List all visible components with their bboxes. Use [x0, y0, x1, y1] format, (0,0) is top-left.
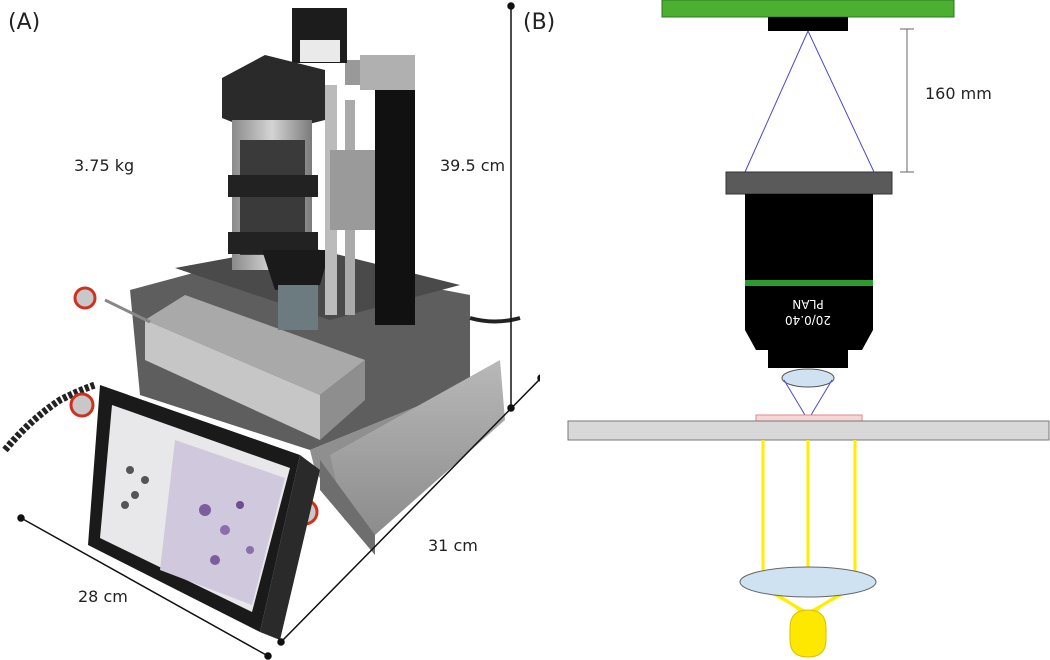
objective-spec-text: 20/0.40 — [785, 313, 831, 327]
objective-lens — [725, 171, 893, 368]
objective-green-band — [745, 280, 873, 286]
depth-label: 31 cm — [428, 536, 478, 555]
sample-slide — [755, 414, 863, 422]
microscope-stage — [567, 420, 1050, 441]
height-label: 39.5 cm — [440, 156, 506, 175]
microscope-photo — [2, 2, 540, 660]
focus-assembly — [222, 55, 375, 330]
panel-b-label: (B) — [523, 10, 556, 35]
objective-type-text: PLAN — [792, 297, 823, 311]
panel-a-label: (A) — [8, 10, 41, 35]
image-forming-rays — [744, 30, 875, 173]
stage-carriage — [104, 295, 365, 440]
z-axis — [345, 55, 415, 325]
sensor-mount — [768, 17, 848, 31]
objective-flange — [725, 171, 893, 195]
touch-screen — [88, 385, 320, 640]
condenser-lens — [739, 566, 877, 598]
coiled-cable — [2, 381, 97, 453]
tube-length-dimension — [900, 28, 914, 173]
dimension-lines — [17, 2, 540, 660]
width-dimension-line — [20, 517, 269, 657]
width-label: 28 cm — [78, 587, 128, 606]
front-lens — [781, 368, 835, 388]
led-light-source — [789, 609, 827, 658]
power-cable — [469, 316, 521, 324]
stepper-motor — [292, 8, 347, 63]
objective-cone-rays — [783, 379, 833, 421]
weight-label: 3.75 kg — [74, 156, 135, 175]
camera-sensor — [661, 0, 955, 18]
depth-dimension-line — [280, 377, 540, 643]
tube-length-label: 160 mm — [925, 84, 992, 103]
